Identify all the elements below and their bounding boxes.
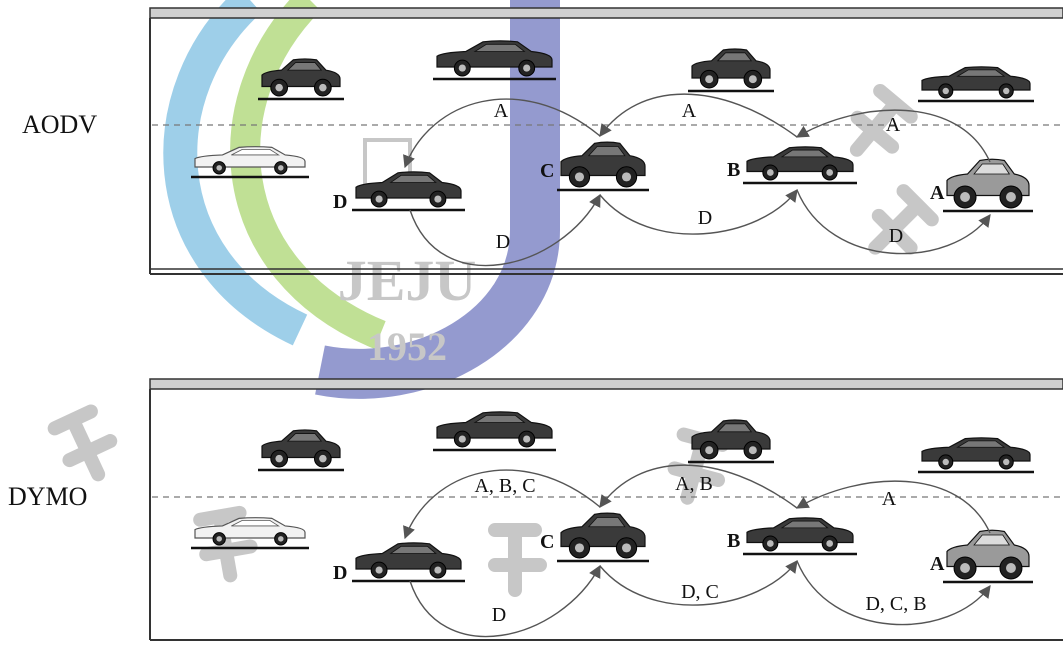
request-label: A [682,100,697,122]
node-label-a: A [930,553,945,575]
request-label: A, B [675,473,713,495]
node-label-d: D [333,562,347,584]
node-label-a: A [930,182,945,204]
request-label: A, B, C [474,475,535,497]
watermark-glyph [849,83,918,157]
background-car [258,58,344,101]
node-label-c: C [540,531,554,553]
request-label: A [494,100,509,122]
request-arrow [795,480,991,534]
watermark-arc-green [230,0,386,349]
dymo-label: DYMO [8,482,88,511]
reply-label: D [698,207,712,229]
background-car [433,40,556,81]
reply-label: D [496,231,510,253]
background-car [688,419,774,464]
request-arrow [599,93,798,138]
aodv-label: AODV [22,110,98,139]
node-car-a [943,529,1033,584]
background-car [433,411,556,452]
node-label-c: C [540,160,554,182]
road-top-strip [149,7,1063,19]
reply-arrow [409,193,601,267]
request-arrow [403,98,601,169]
request-arrow [599,464,798,509]
reply-label: D, C [681,581,719,603]
watermark-glyph [488,523,547,597]
road-top-strip [149,378,1063,390]
node-car-b [743,146,857,185]
watermark-text: JEJU [338,248,477,313]
watermark-glyph [868,184,939,255]
university-watermark: JEJU 1952 [47,0,939,597]
background-car-white [191,517,309,550]
reply-arrow [796,560,991,626]
node-label-d: D [333,191,347,213]
watermark-arc-lightblue [163,0,308,346]
node-car-d [352,542,465,583]
request-label: A [882,488,897,510]
panel-aodv: D C B A A A A D D D [149,7,1063,275]
background-car-white [191,146,309,179]
reply-label: D, C, B [865,593,926,615]
reply-arrow [599,188,798,235]
panel-dymo: D C B A A, B, C A, B A D D, C D, C, B [149,378,1063,641]
reply-arrow [409,564,601,638]
background-car [688,48,774,93]
watermark-year: 1952 [367,324,447,369]
reply-arrow [599,559,798,606]
node-car-b [743,517,857,556]
node-label-b: B [727,530,740,552]
request-arrow [403,469,601,540]
reply-label: D [492,604,506,626]
node-label-b: B [727,159,740,181]
node-car-a [943,158,1033,213]
node-car-c [557,512,649,563]
request-arrow [795,109,991,163]
background-car [918,437,1034,474]
request-label: A [886,114,901,136]
node-car-d [352,171,465,212]
reply-arrow [796,189,991,255]
background-car [258,429,344,472]
watermark-glyph [47,404,118,482]
background-car [918,66,1034,103]
node-car-c [557,141,649,192]
reply-label: D [889,225,903,247]
